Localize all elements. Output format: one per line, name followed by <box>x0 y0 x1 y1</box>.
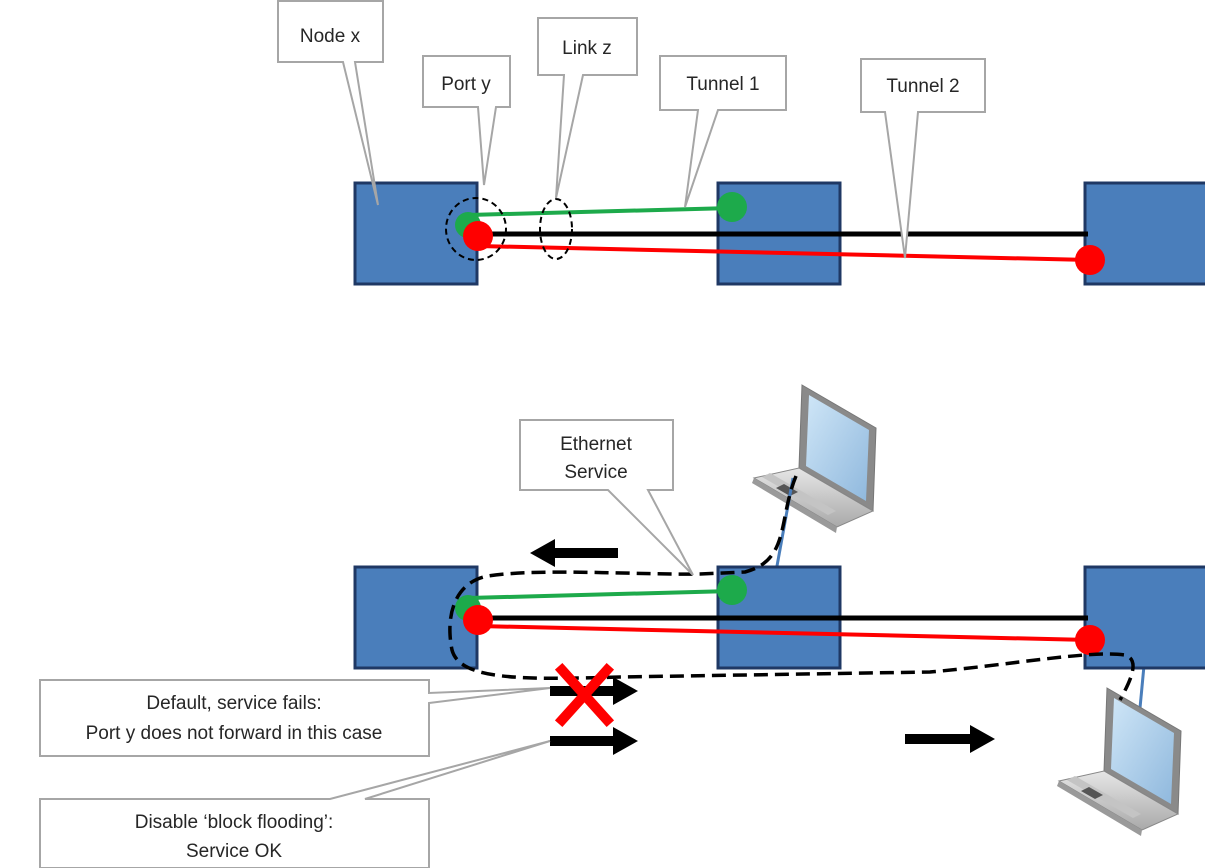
callout-port-y-text: Port y <box>441 74 491 95</box>
tunnel-1-endpoint-right <box>717 192 747 222</box>
callout-port-y <box>422 55 511 186</box>
port-y-marker <box>445 197 507 261</box>
callout-tunnel-2-text: Tunnel 2 <box>886 76 959 97</box>
tunnel-2-endpoint-left <box>463 605 493 635</box>
tunnel-2-line <box>477 244 1091 262</box>
callout-disable-line2: Service OK <box>186 841 282 862</box>
tunnel-2-endpoint-right <box>1075 625 1105 655</box>
callout-default-line2: Port y does not forward in this case <box>86 723 383 744</box>
callout-disable <box>39 740 551 868</box>
callout-ethernet-service-line1: Ethernet <box>560 434 633 455</box>
tunnel-1-line <box>467 206 733 217</box>
node-right <box>1083 565 1205 670</box>
laptop-icon <box>752 384 877 533</box>
callout-default <box>39 679 551 757</box>
tunnel-2-endpoint-left <box>463 221 493 251</box>
tunnel-1-endpoint-right <box>717 575 747 605</box>
arrow-icon <box>905 725 995 753</box>
callout-tunnel-1 <box>659 55 787 208</box>
link-z-marker <box>539 198 573 260</box>
tunnel-1-line <box>467 589 733 600</box>
callout-default-line1: Default, service fails: <box>146 693 321 714</box>
callout-tunnel-1-text: Tunnel 1 <box>686 74 759 95</box>
callout-node-x <box>277 0 384 206</box>
bottom-diagram: Ethernet Service Default, service fails:… <box>39 384 1205 868</box>
callout-link-z-text: Link z <box>562 38 612 59</box>
callout-link-z <box>537 17 638 199</box>
arrow-icon <box>550 727 638 755</box>
callout-node-x-text: Node x <box>300 26 361 47</box>
callout-ethernet-service <box>519 419 694 576</box>
ethernet-service-path <box>448 475 1135 701</box>
arrow-icon <box>530 539 618 567</box>
callout-tunnel-2 <box>860 58 986 259</box>
node-x <box>353 565 479 670</box>
laptop-icon <box>1057 687 1182 836</box>
callout-disable-line1: Disable ‘block flooding’: <box>135 812 334 833</box>
callout-ethernet-service-line2: Service <box>564 462 627 483</box>
node-x <box>353 181 479 286</box>
node-right <box>1083 181 1205 286</box>
top-diagram: Node x Link z Port y Tunnel 1 Tunnel 2 <box>277 0 1205 286</box>
tunnel-2-line <box>477 624 1091 642</box>
blocked-x-icon <box>554 662 615 728</box>
tunnel-2-endpoint-right <box>1075 245 1105 275</box>
